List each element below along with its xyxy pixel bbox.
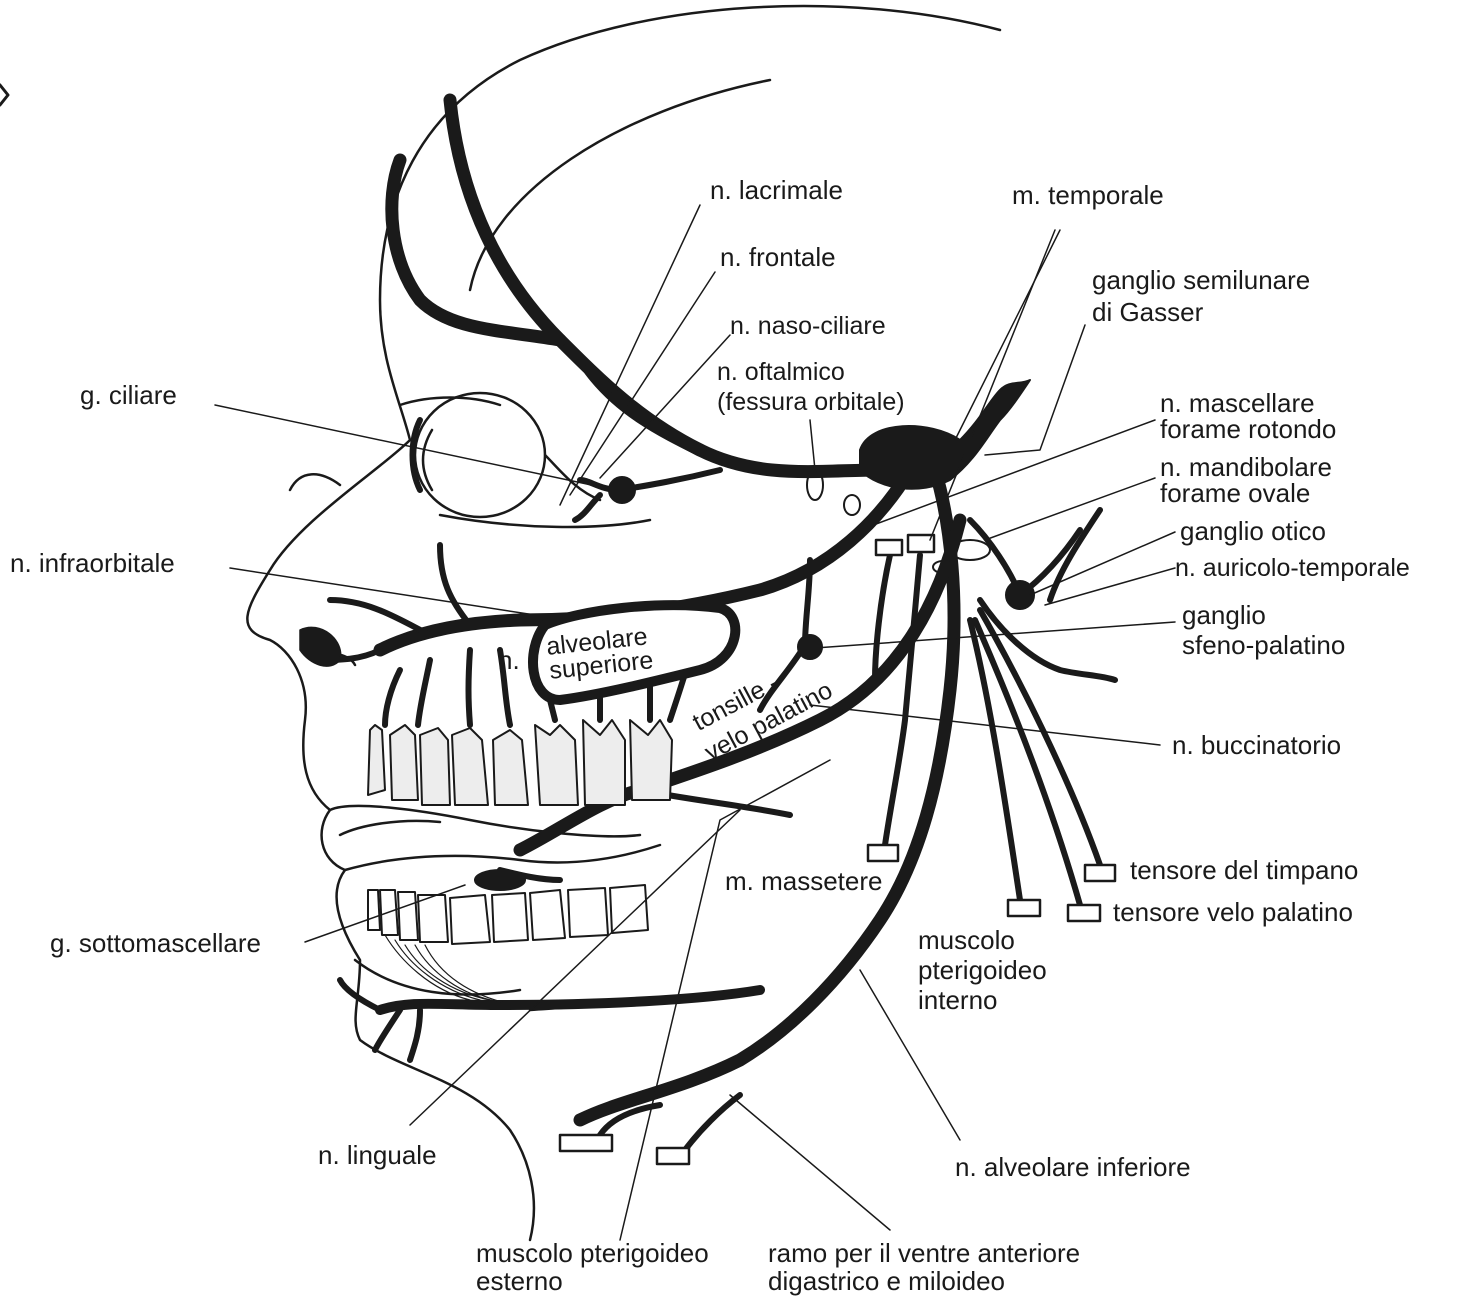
label-n-oftalmico-line2: (fessura orbitale) — [717, 388, 905, 416]
label-ramo-line2: digastrico e miloideo — [768, 1266, 1005, 1296]
nerve-branches — [320, 470, 1115, 1150]
label-ramo-line1: ramo per il ventre anteriore — [768, 1238, 1080, 1268]
label-muscolo-pterigoideo-interno-line1: muscolo — [918, 925, 1015, 955]
label-tensore-velo-palatino: tensore velo palatino — [1113, 897, 1353, 927]
label-alveolare-n: n. — [498, 645, 520, 675]
label-n-naso-ciliare: n. naso-ciliare — [730, 312, 886, 340]
label-muscolo-pterigoideo-interno-line2: pterigoideo — [918, 955, 1047, 985]
label-ganglio-sfeno-line2: sfeno-palatino — [1182, 630, 1345, 660]
label-m-massetere: m. massetere — [725, 866, 883, 896]
label-n-infraorbitale: n. infraorbitale — [10, 548, 175, 578]
label-m-temporale: m. temporale — [1012, 180, 1164, 210]
label-muscolo-pterigoideo-interno-line3: interno — [918, 985, 998, 1015]
label-ganglio-sfeno-line1: ganglio — [1182, 600, 1266, 630]
label-muscolo-pterigoideo-esterno-line2: esterno — [476, 1266, 563, 1296]
label-n-frontale: n. frontale — [720, 242, 836, 272]
label-n-mandibolare-line2: forame ovale — [1160, 478, 1310, 508]
label-n-oftalmico-line1: n. oftalmico — [717, 358, 845, 386]
label-ganglio-otico: ganglio otico — [1180, 516, 1326, 546]
label-n-buccinatorio: n. buccinatorio — [1172, 730, 1341, 760]
label-g-sottomascellare: g. sottomascellare — [50, 928, 261, 958]
label-n-lacrimale: n. lacrimale — [710, 175, 843, 205]
label-n-auricolo-temporale: n. auricolo-temporale — [1175, 554, 1410, 582]
corner-mark — [0, 85, 8, 105]
label-n-mascellare-line2: forame rotondo — [1160, 414, 1336, 444]
label-ganglio-semilunare-line1: ganglio semilunare — [1092, 265, 1310, 295]
label-g-ciliare: g. ciliare — [80, 380, 177, 410]
label-ganglio-semilunare-line2: di Gasser — [1092, 297, 1203, 327]
label-tensore-del-timpano: tensore del timpano — [1130, 855, 1358, 885]
label-muscolo-pterigoideo-esterno-line1: muscolo pterigoideo — [476, 1238, 709, 1268]
eyeball — [400, 393, 650, 527]
label-n-linguale: n. linguale — [318, 1140, 437, 1170]
lower-teeth — [368, 885, 648, 944]
label-n-alveolare-inferiore: n. alveolare inferiore — [955, 1152, 1191, 1182]
